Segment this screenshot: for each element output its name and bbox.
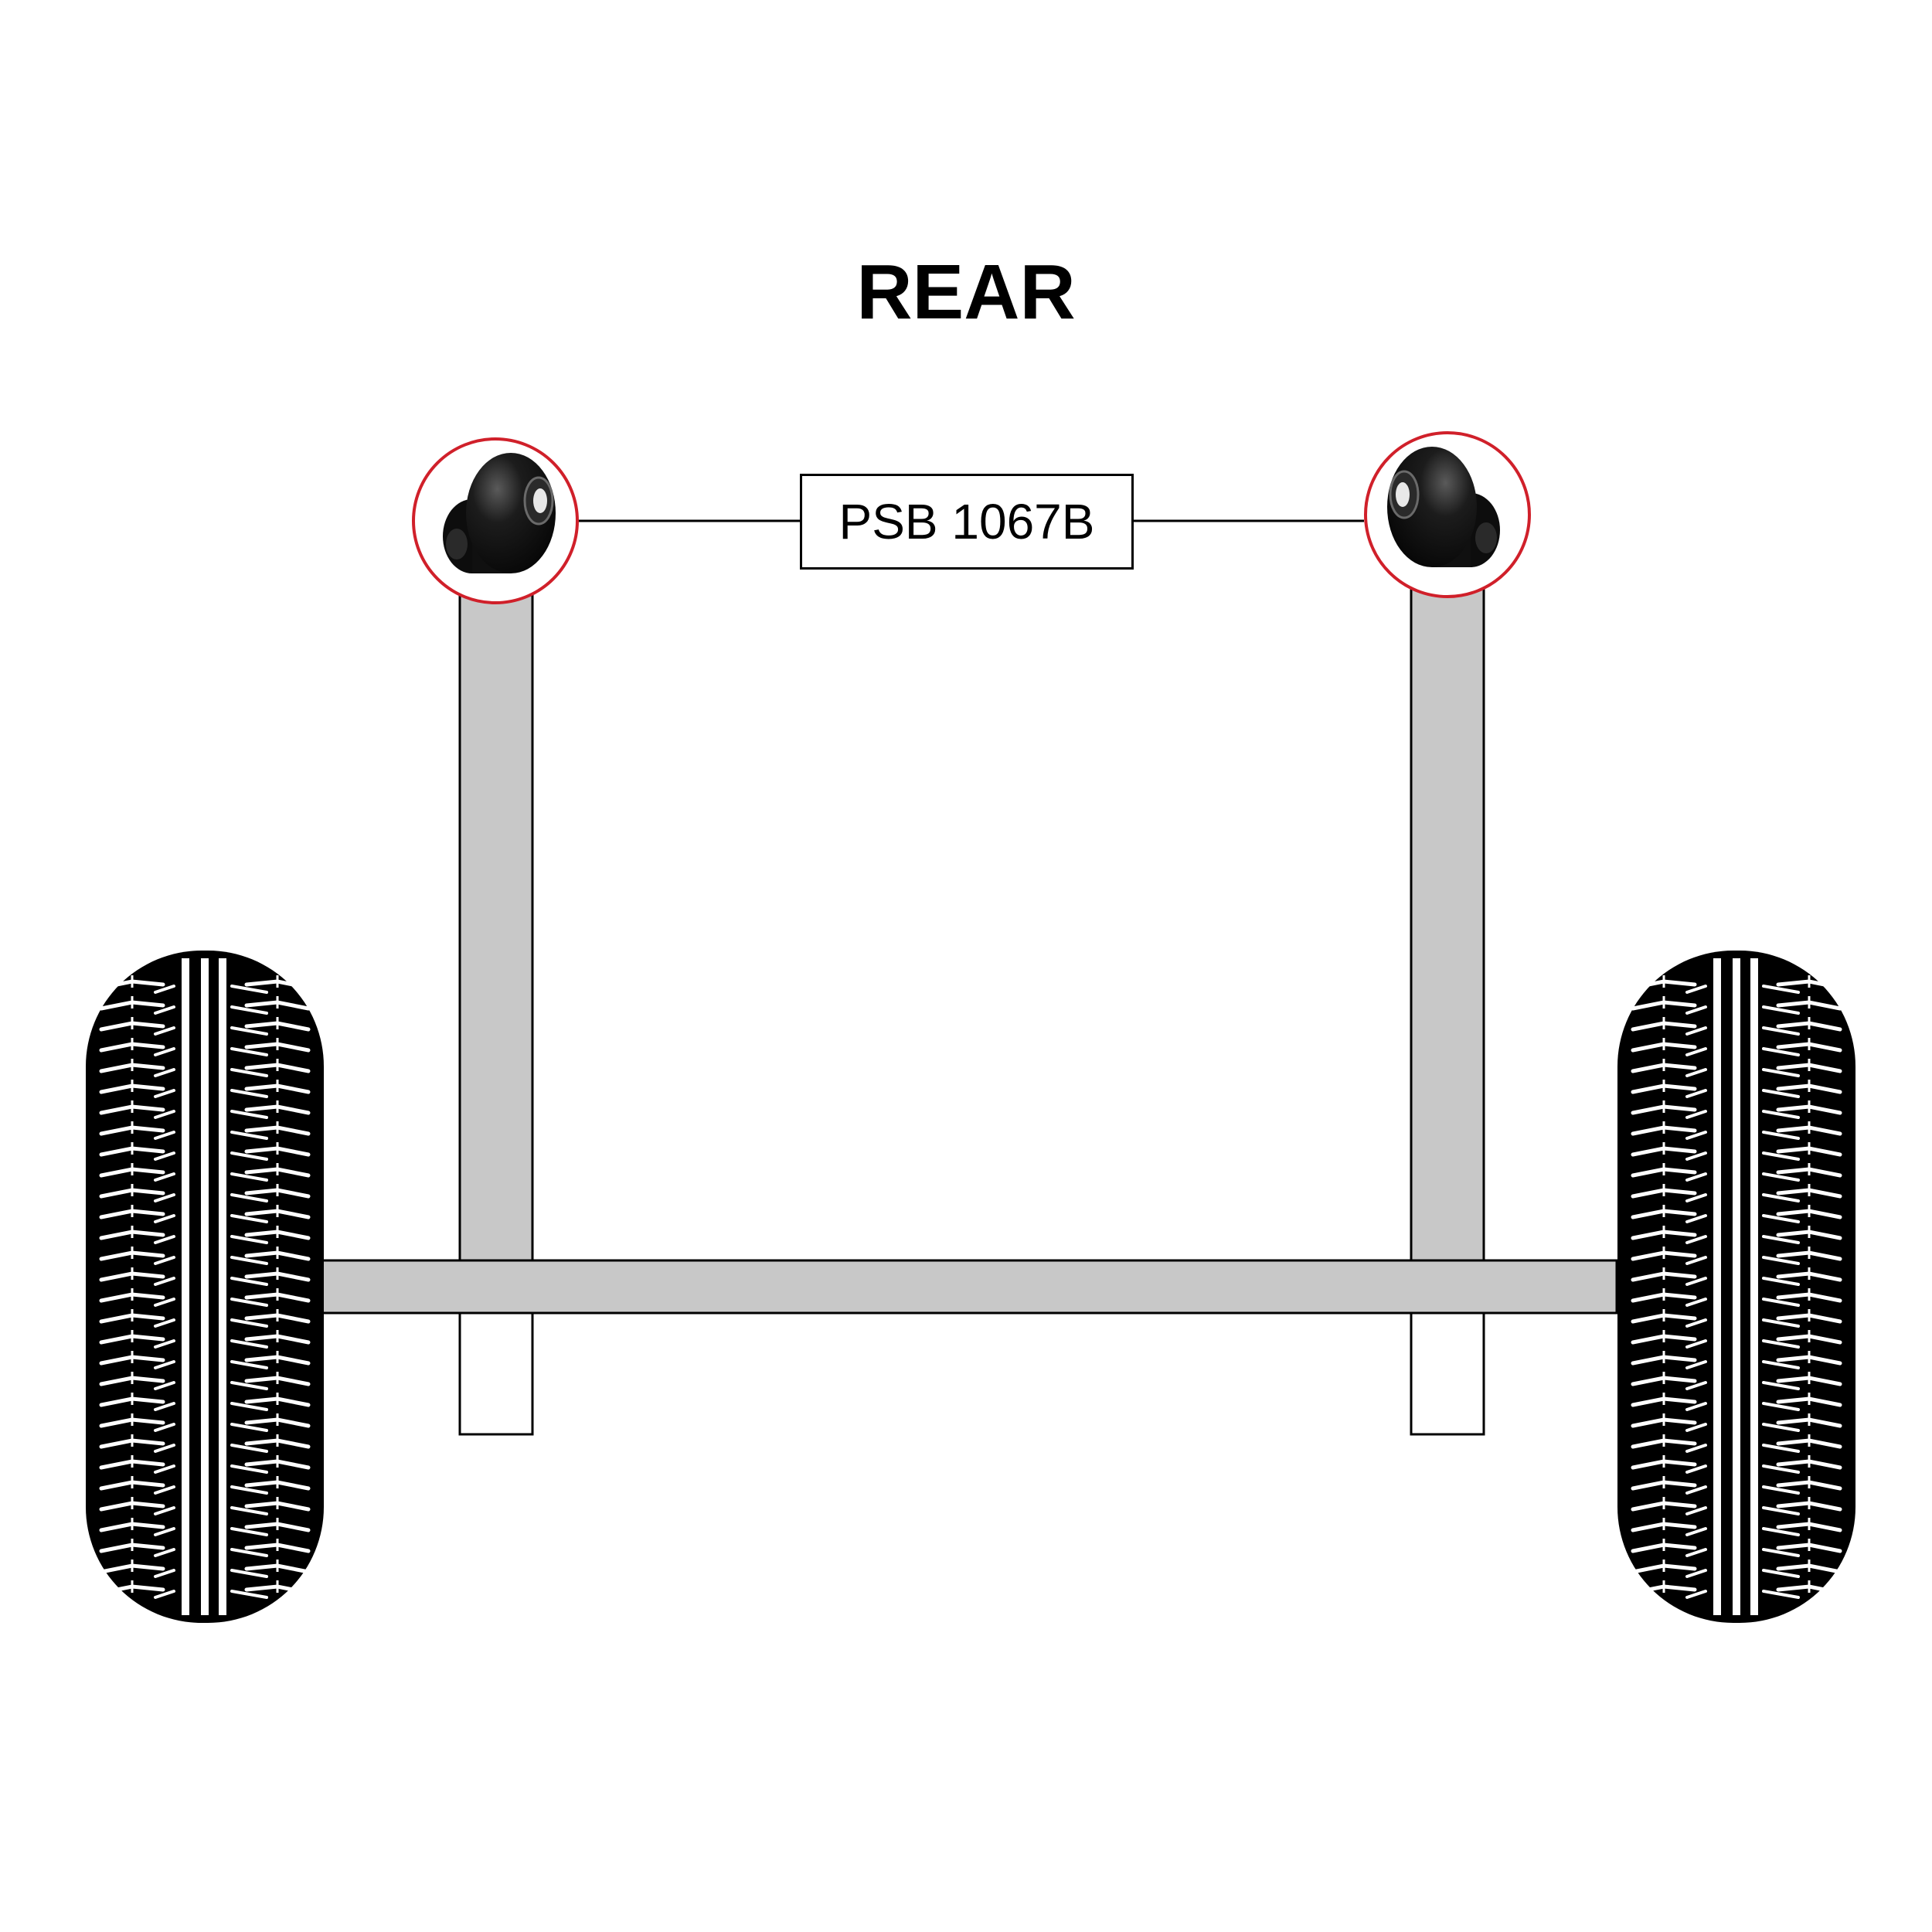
right-trailing-arm: [1410, 582, 1485, 1262]
left-bushing-icon: [443, 453, 556, 573]
right-bushing-icon: [1387, 447, 1500, 567]
left-bushing-callout[interactable]: [412, 437, 579, 604]
left-arm-lower-stub: [458, 1311, 534, 1436]
left-tire-icon: [86, 951, 324, 1623]
left-trailing-arm: [458, 582, 534, 1262]
right-arm-lower-stub: [1410, 1311, 1485, 1436]
part-number-label[interactable]: PSB 1067B: [800, 474, 1134, 570]
right-tire-icon: [1617, 951, 1855, 1623]
diagram-title: REAR: [856, 249, 1076, 335]
axle-beam: [320, 1259, 1618, 1315]
right-bushing-callout[interactable]: [1364, 431, 1531, 598]
